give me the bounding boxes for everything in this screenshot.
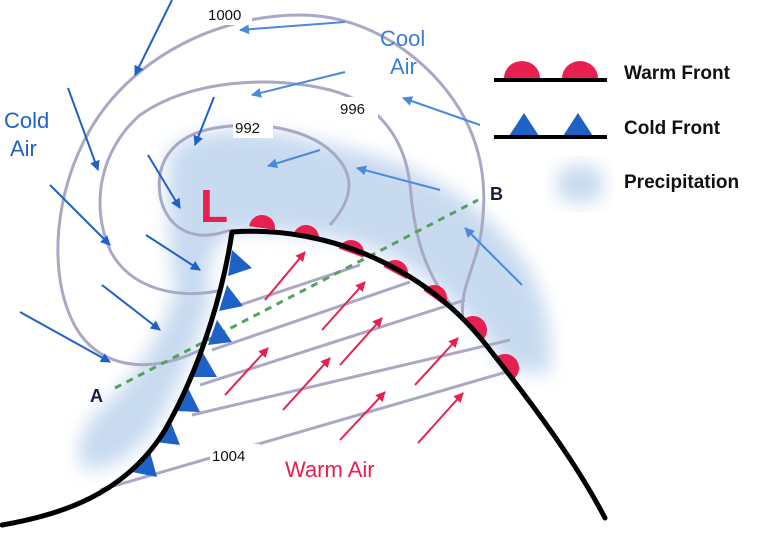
point-b-label: B <box>490 184 503 204</box>
cold-arrow-6 <box>145 234 201 271</box>
isobar-992-label: 992 <box>235 120 260 137</box>
cold-front-tri-1 <box>228 250 252 276</box>
cold-front-tri-3 <box>208 320 232 345</box>
cold-arrow-7 <box>147 154 181 209</box>
isobar-warm-4 <box>191 338 511 417</box>
precipitation-area <box>79 129 551 470</box>
legend-cold-tri-2 <box>563 113 593 136</box>
isobar-996-label-bg <box>338 97 378 119</box>
warm-air-label: Warm Air <box>285 457 375 482</box>
cool-air-label-line1: Cool <box>380 26 425 51</box>
isobar-996-label: 996 <box>340 101 365 118</box>
warm-arrow-5 <box>339 317 383 366</box>
legend-warm-front: Warm Front <box>494 61 731 84</box>
low-pressure-symbol: L <box>200 180 228 232</box>
cold-front-symbols <box>132 250 252 477</box>
cool-arrow-5 <box>356 165 441 191</box>
isobar-992-label-bg <box>233 116 273 138</box>
cold-air-arrows <box>19 0 215 363</box>
cool-arrow-2 <box>251 71 346 98</box>
legend-precipitation: Precipitation <box>556 164 739 204</box>
cold-front-line <box>0 229 235 528</box>
warm-arrow-2 <box>321 281 366 331</box>
legend-precip-swatch <box>556 164 604 204</box>
cold-front-tri-4 <box>192 353 217 377</box>
isobar-1004-label: 1004 <box>212 448 245 465</box>
legend-warm-front-label: Warm Front <box>624 63 731 84</box>
legend-precipitation-label: Precipitation <box>624 172 739 193</box>
legend-cold-front-label: Cold Front <box>624 118 721 139</box>
cold-front-tri-2 <box>219 285 243 311</box>
legend-cold-front: Cold Front <box>494 113 721 139</box>
cold-air-label-line1: Cold <box>4 108 49 133</box>
isobar-warm-2 <box>211 280 411 352</box>
cold-arrow-2 <box>67 87 100 171</box>
point-a-label: A <box>90 386 103 406</box>
warm-front-line <box>229 228 608 521</box>
cool-air-arrows <box>239 21 523 286</box>
isobars <box>56 13 521 492</box>
warm-front-bump-7 <box>496 354 519 379</box>
cool-arrow-4 <box>402 96 481 126</box>
isobar-996 <box>98 80 477 332</box>
warm-arrow-7 <box>414 337 459 386</box>
warm-front-bump-1 <box>249 215 275 230</box>
warm-arrow-3 <box>224 347 269 396</box>
isobar-warm-1 <box>239 263 361 307</box>
isobar-1004 <box>99 366 521 492</box>
warm-arrow-6 <box>339 391 386 441</box>
cold-arrow-5 <box>101 284 161 331</box>
warm-arrow-4 <box>282 357 331 411</box>
cold-arrow-1 <box>134 0 173 76</box>
warm-arrow-1 <box>264 251 306 301</box>
isobar-1000 <box>56 13 486 367</box>
cold-arrow-8 <box>193 96 215 146</box>
cold-arrow-4 <box>19 311 111 363</box>
isobar-warm-3 <box>199 298 466 387</box>
cold-front-tri-7 <box>132 452 157 477</box>
cold-front-tri-5 <box>175 388 200 412</box>
legend-cold-tri-1 <box>509 113 539 136</box>
cool-arrow-6 <box>464 227 523 286</box>
legend: Warm Front Cold Front Precipitation <box>494 61 739 204</box>
cool-air-label-line2: Air <box>390 54 417 79</box>
cool-arrow-3 <box>267 149 321 169</box>
cold-air-label-line2: Air <box>10 136 37 161</box>
isobar-1004-label-bg <box>210 444 260 466</box>
isobar-1000-label-bg <box>206 3 252 25</box>
cool-arrow-1 <box>239 21 346 35</box>
legend-warm-bump-2 <box>562 61 598 78</box>
legend-warm-bump-1 <box>504 61 540 78</box>
cold-arrow-3 <box>49 184 111 246</box>
isobar-992 <box>157 123 351 237</box>
warm-arrow-8 <box>417 392 464 444</box>
isobar-1000-label: 1000 <box>208 7 241 24</box>
cross-section-line <box>114 198 479 390</box>
warm-air-arrows <box>224 251 464 444</box>
